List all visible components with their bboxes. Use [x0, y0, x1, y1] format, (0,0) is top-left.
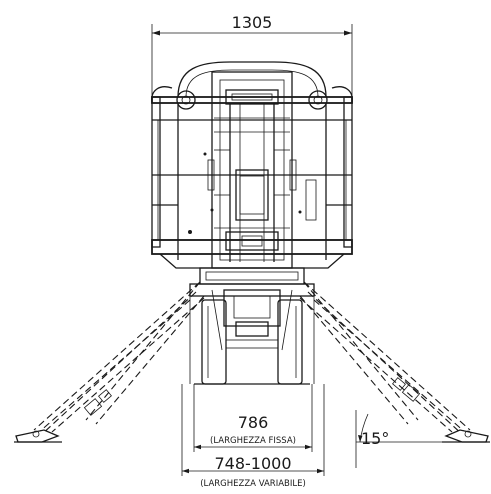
right-outrigger	[281, 281, 490, 443]
work-platform-basket	[151, 61, 353, 269]
fixed-width-dimension: 786 (LARGHEZZA FISSA)	[193, 384, 313, 452]
variable-width-label: 748-1000	[214, 454, 291, 473]
overall-width-label: 1305	[232, 13, 273, 32]
overall-width-dimension: 1305	[151, 13, 353, 100]
lifting-mast	[188, 71, 317, 269]
fixed-width-note: (LARGHEZZA FISSA)	[210, 436, 296, 446]
variable-width-note: (LARGHEZZA VARIABILE)	[200, 479, 306, 489]
fixed-width-label: 786	[238, 413, 269, 432]
outrigger-angle-dimension: 15°	[355, 410, 480, 468]
chassis	[189, 267, 315, 385]
outrigger-angle-label: 15°	[361, 429, 389, 448]
left-outrigger	[14, 281, 223, 443]
variable-width-dimension: 748-1000 (LARGHEZZA VARIABILE)	[181, 384, 325, 489]
